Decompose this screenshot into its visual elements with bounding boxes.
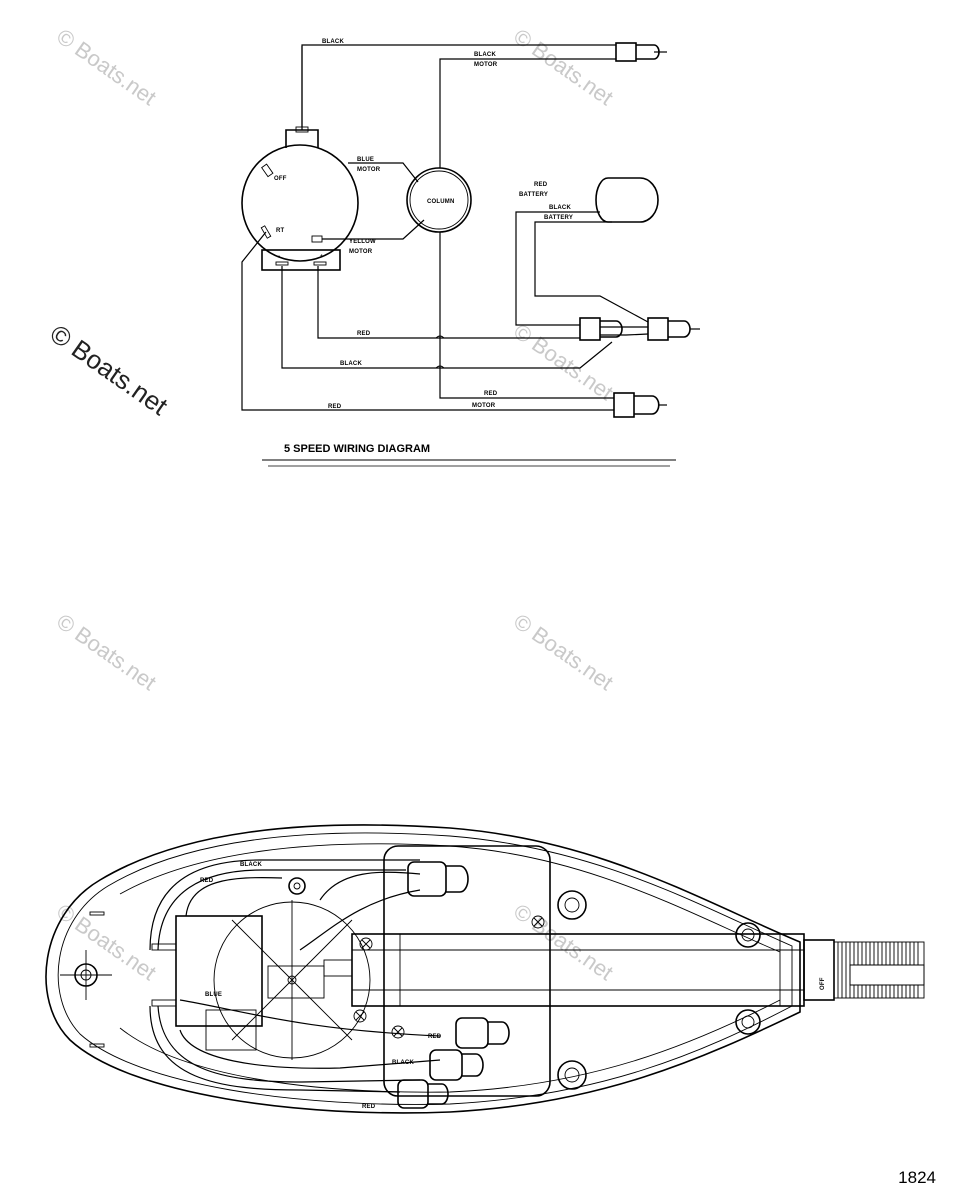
column-label: COLUMN <box>427 199 455 205</box>
head-label: RED <box>362 1104 376 1110</box>
head-labels: BLACK RED BLUE RED BLACK RED <box>200 862 442 1110</box>
bullet-connector-bottom <box>613 392 667 418</box>
wire-label: BATTERY <box>519 192 548 198</box>
bullet-connector-mid-right <box>647 317 700 341</box>
wire-label: RED <box>328 404 342 410</box>
wire-label: YELLOW <box>349 239 376 245</box>
wires <box>241 44 649 411</box>
wire-label: RED <box>484 391 498 397</box>
wire-label: RED <box>534 182 548 188</box>
wire-label: BLACK <box>474 52 496 58</box>
wire-label: MOTOR <box>472 403 496 409</box>
svg-text:OFF: OFF <box>274 176 287 182</box>
wire-label: BATTERY <box>544 215 573 221</box>
head-label: RED <box>200 878 214 884</box>
speed-switch: OFF RT + - <box>241 126 359 271</box>
head-label: BLACK <box>240 862 262 868</box>
vent-slots <box>89 911 105 1048</box>
head-label: RED <box>428 1034 442 1040</box>
head-shell <box>45 824 801 1114</box>
shaft-tube <box>351 933 805 1007</box>
wire-label: BLACK <box>322 39 344 45</box>
head-connectors <box>397 861 510 1109</box>
wire-label: MOTOR <box>357 167 381 173</box>
off-label: OFF <box>820 977 826 990</box>
battery-plug <box>595 177 659 223</box>
column-connector: COLUMN <box>406 167 472 233</box>
threaded-shaft: OFF <box>803 939 925 1001</box>
wire-label: MOTOR <box>349 249 373 255</box>
head-label: BLACK <box>392 1060 414 1066</box>
bullet-connector-top <box>615 42 667 62</box>
figure-number: 1824 <box>898 1168 936 1187</box>
bullet-connector-mid-left <box>579 317 623 341</box>
head-label: BLUE <box>205 992 222 998</box>
wire-labels: BLACK BLACK MOTOR BLUE MOTOR YELLOW MOTO… <box>322 39 573 410</box>
speed-switch-block <box>151 915 353 1051</box>
wire-label: BLUE <box>357 157 374 163</box>
wire-label: BLACK <box>549 205 571 211</box>
svg-text:RT: RT <box>276 228 285 234</box>
diagram-title: 5 SPEED WIRING DIAGRAM <box>284 443 430 455</box>
svg-text:+: + <box>320 254 324 260</box>
screw-bosses <box>60 877 761 1090</box>
wire-label: RED <box>357 331 371 337</box>
wire-harness <box>149 859 441 1093</box>
cover-plate <box>383 845 551 1097</box>
svg-text:-: - <box>278 254 280 260</box>
wire-label: BLACK <box>340 361 362 367</box>
fan-spokes <box>213 900 371 1060</box>
wire-label: MOTOR <box>474 62 498 68</box>
